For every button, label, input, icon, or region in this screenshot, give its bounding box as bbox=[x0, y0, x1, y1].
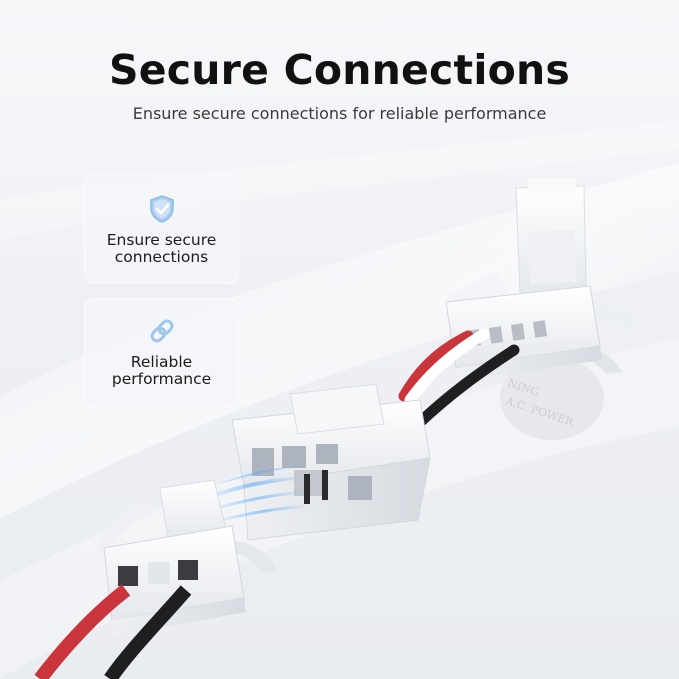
page-title: Secure Connections bbox=[109, 46, 570, 94]
wires-lower bbox=[34, 584, 192, 679]
wires-upper bbox=[398, 328, 520, 430]
feature-label-secure: Ensure secure connections bbox=[106, 231, 217, 266]
chain-link-icon bbox=[150, 319, 173, 343]
page-subtitle: Ensure secure connections for reliable p… bbox=[132, 104, 547, 123]
male-connector-middle bbox=[231, 383, 431, 541]
feature-label-reliable: Reliable performance bbox=[111, 353, 212, 388]
feature-card-reliable: Reliable performance bbox=[84, 298, 239, 408]
feature-card-secure: Ensure secure connections bbox=[84, 174, 239, 284]
shield-check-icon bbox=[149, 195, 174, 223]
